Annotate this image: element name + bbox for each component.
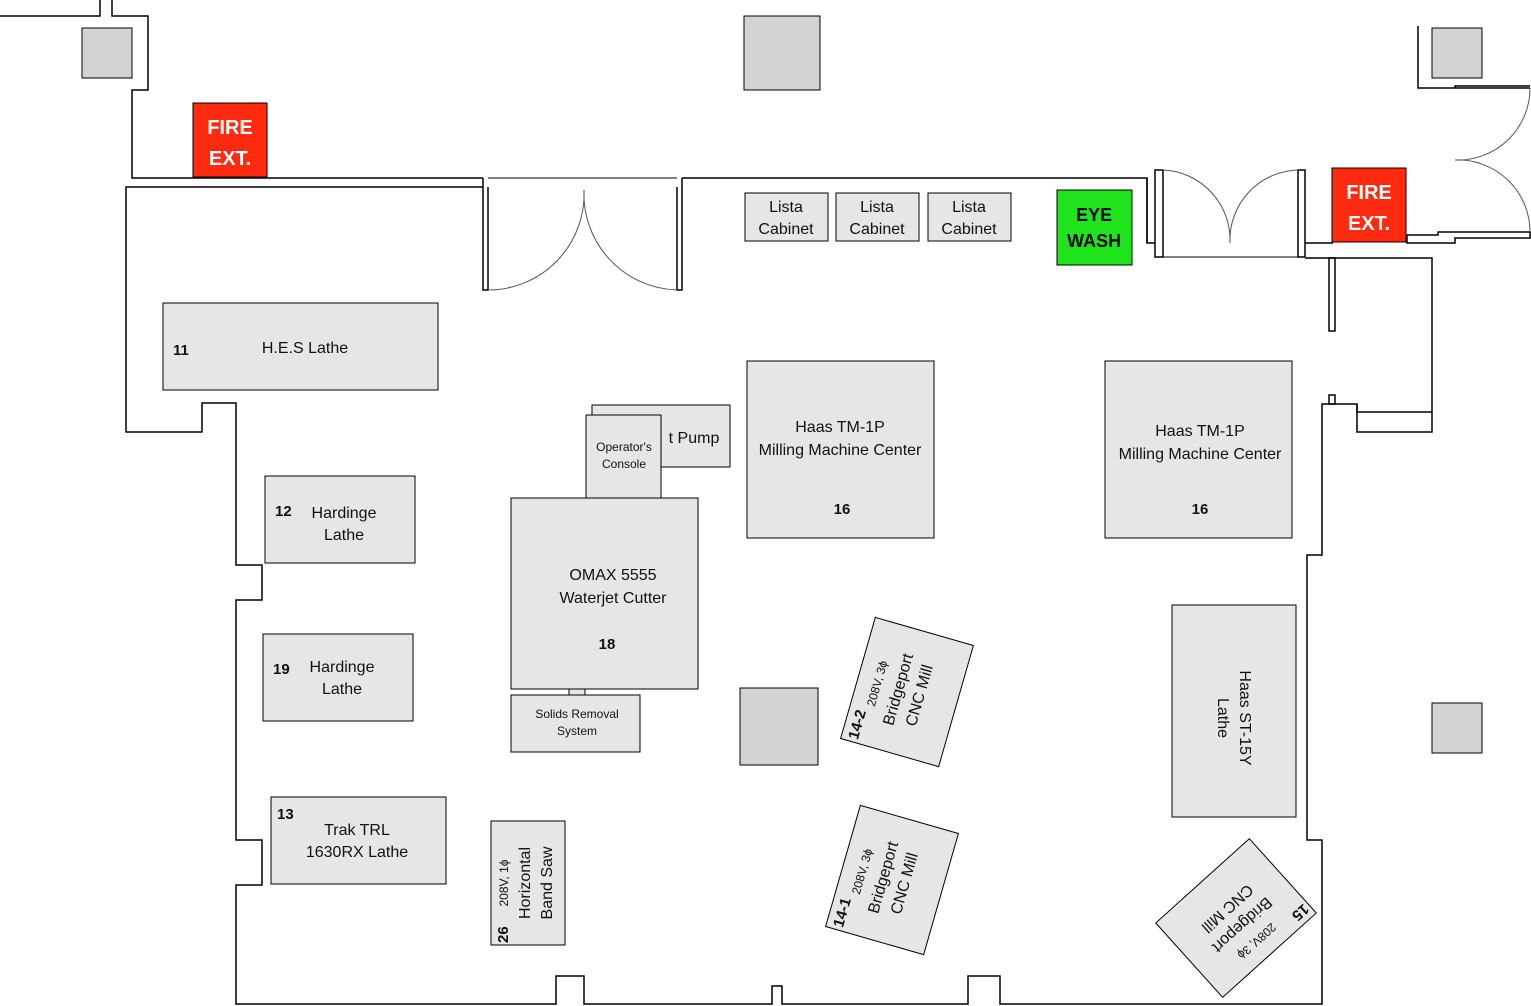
fire-ext-line-1: FIRE xyxy=(1346,182,1392,204)
machine-name: OMAX 5555 xyxy=(569,567,656,584)
solids-label: Solids Removal xyxy=(535,707,618,721)
machine-name: 1630RX Lathe xyxy=(306,844,408,861)
machine-trak-lathe: 13 Trak TRL 1630RX Lathe xyxy=(270,796,447,885)
door-swings xyxy=(487,87,1531,291)
solids-removal-system: Solids Removal System xyxy=(510,694,641,753)
machine-name: Haas ST-15Y xyxy=(1236,670,1253,765)
cabinet-label: Cabinet xyxy=(849,221,905,238)
pillars xyxy=(81,15,1483,766)
machine-number: 18 xyxy=(599,636,616,653)
machine-name: H.E.S Lathe xyxy=(262,340,348,357)
machine-number: 19 xyxy=(273,661,290,678)
console-label: Operator's xyxy=(596,440,652,454)
machine-name: Lathe xyxy=(1214,698,1231,738)
machine-bridgeport-14-1: 208V, 3ϕ Bridgeport CNC Mill 14-1 xyxy=(824,804,960,956)
eye-wash: EYE WASH xyxy=(1056,189,1133,266)
lista-cabinet-2: Lista Cabinet xyxy=(835,192,920,242)
fire-ext-line-2: EXT. xyxy=(1348,213,1390,235)
eye-wash-line-1: EYE xyxy=(1076,205,1112,225)
machine-power: 208V, 1ϕ xyxy=(497,859,511,906)
machine-haas-mill-b: Haas TM-1P Milling Machine Center 16 xyxy=(1104,360,1293,539)
fire-extinguisher-1: FIRE EXT. xyxy=(192,102,268,178)
machine-hardinge-lathe-19: 19 Hardinge Lathe xyxy=(262,633,414,722)
machine-name: Waterjet Cutter xyxy=(560,590,668,607)
machine-name: Lathe xyxy=(324,527,364,544)
machine-name: Lathe xyxy=(322,681,362,698)
machine-number: 11 xyxy=(173,342,189,359)
machine-bridgeport-15: 208V, 3ϕ Bridgeport CNC Mill 15 xyxy=(1155,837,1317,999)
machine-number: 12 xyxy=(275,503,292,520)
fire-extinguisher-2: FIRE EXT. xyxy=(1331,167,1407,243)
machine-number: 13 xyxy=(277,806,294,823)
cabinet-label: Cabinet xyxy=(758,221,814,238)
machine-band-saw: 208V, 1ϕ Horizontal Band Saw 26 xyxy=(490,820,566,946)
machine-name: Hardinge xyxy=(312,505,377,522)
cabinet-label: Cabinet xyxy=(941,221,997,238)
cabinet-label: Lista xyxy=(769,199,803,216)
machine-name: Trak TRL xyxy=(324,822,390,839)
connector xyxy=(568,688,586,696)
pillar xyxy=(1431,27,1483,79)
eye-wash-line-2: WASH xyxy=(1067,231,1121,251)
fire-ext-line-2: EXT. xyxy=(209,148,251,170)
machine-hes-lathe: 11 H.E.S Lathe xyxy=(162,302,439,391)
machine-number: 26 xyxy=(495,926,512,943)
machine-number: 16 xyxy=(1192,501,1209,518)
machine-haas-mill-a: Haas TM-1P Milling Machine Center 16 xyxy=(746,360,935,539)
fire-ext-line-1: FIRE xyxy=(207,117,253,139)
operator-console: Operator's Console xyxy=(585,414,662,499)
pillar xyxy=(739,687,819,766)
console-label: Console xyxy=(602,457,646,471)
machine-name: Band Saw xyxy=(539,846,556,919)
machine-name: Haas TM-1P xyxy=(795,419,885,436)
machine-waterjet: OMAX 5555 Waterjet Cutter 18 xyxy=(510,497,699,690)
machine-name: Hardinge xyxy=(310,659,375,676)
cabinet-label: Lista xyxy=(860,199,894,216)
machine-haas-lathe: Haas ST-15Y Lathe xyxy=(1171,604,1297,818)
cabinet-label: Lista xyxy=(952,199,986,216)
solids-label: System xyxy=(557,724,597,738)
machine-bridgeport-14-2: 208V, 3ϕ Bridgeport CNC Mill 14-2 xyxy=(839,616,975,768)
pillar xyxy=(1431,702,1483,754)
lista-cabinet-1: Lista Cabinet xyxy=(744,192,829,242)
machine-name: Horizontal xyxy=(517,847,534,919)
machine-name: Milling Machine Center xyxy=(1119,446,1282,463)
machine-name: Haas TM-1P xyxy=(1155,423,1245,440)
lista-cabinet-3: Lista Cabinet xyxy=(927,192,1012,242)
machine-number: 16 xyxy=(834,501,851,518)
machine-name: Milling Machine Center xyxy=(759,442,922,459)
pillar xyxy=(81,27,133,79)
machine-hardinge-lathe-12: 12 Hardinge Lathe xyxy=(264,475,416,564)
machine-name: t Pump xyxy=(669,430,720,447)
pillar xyxy=(743,15,821,91)
